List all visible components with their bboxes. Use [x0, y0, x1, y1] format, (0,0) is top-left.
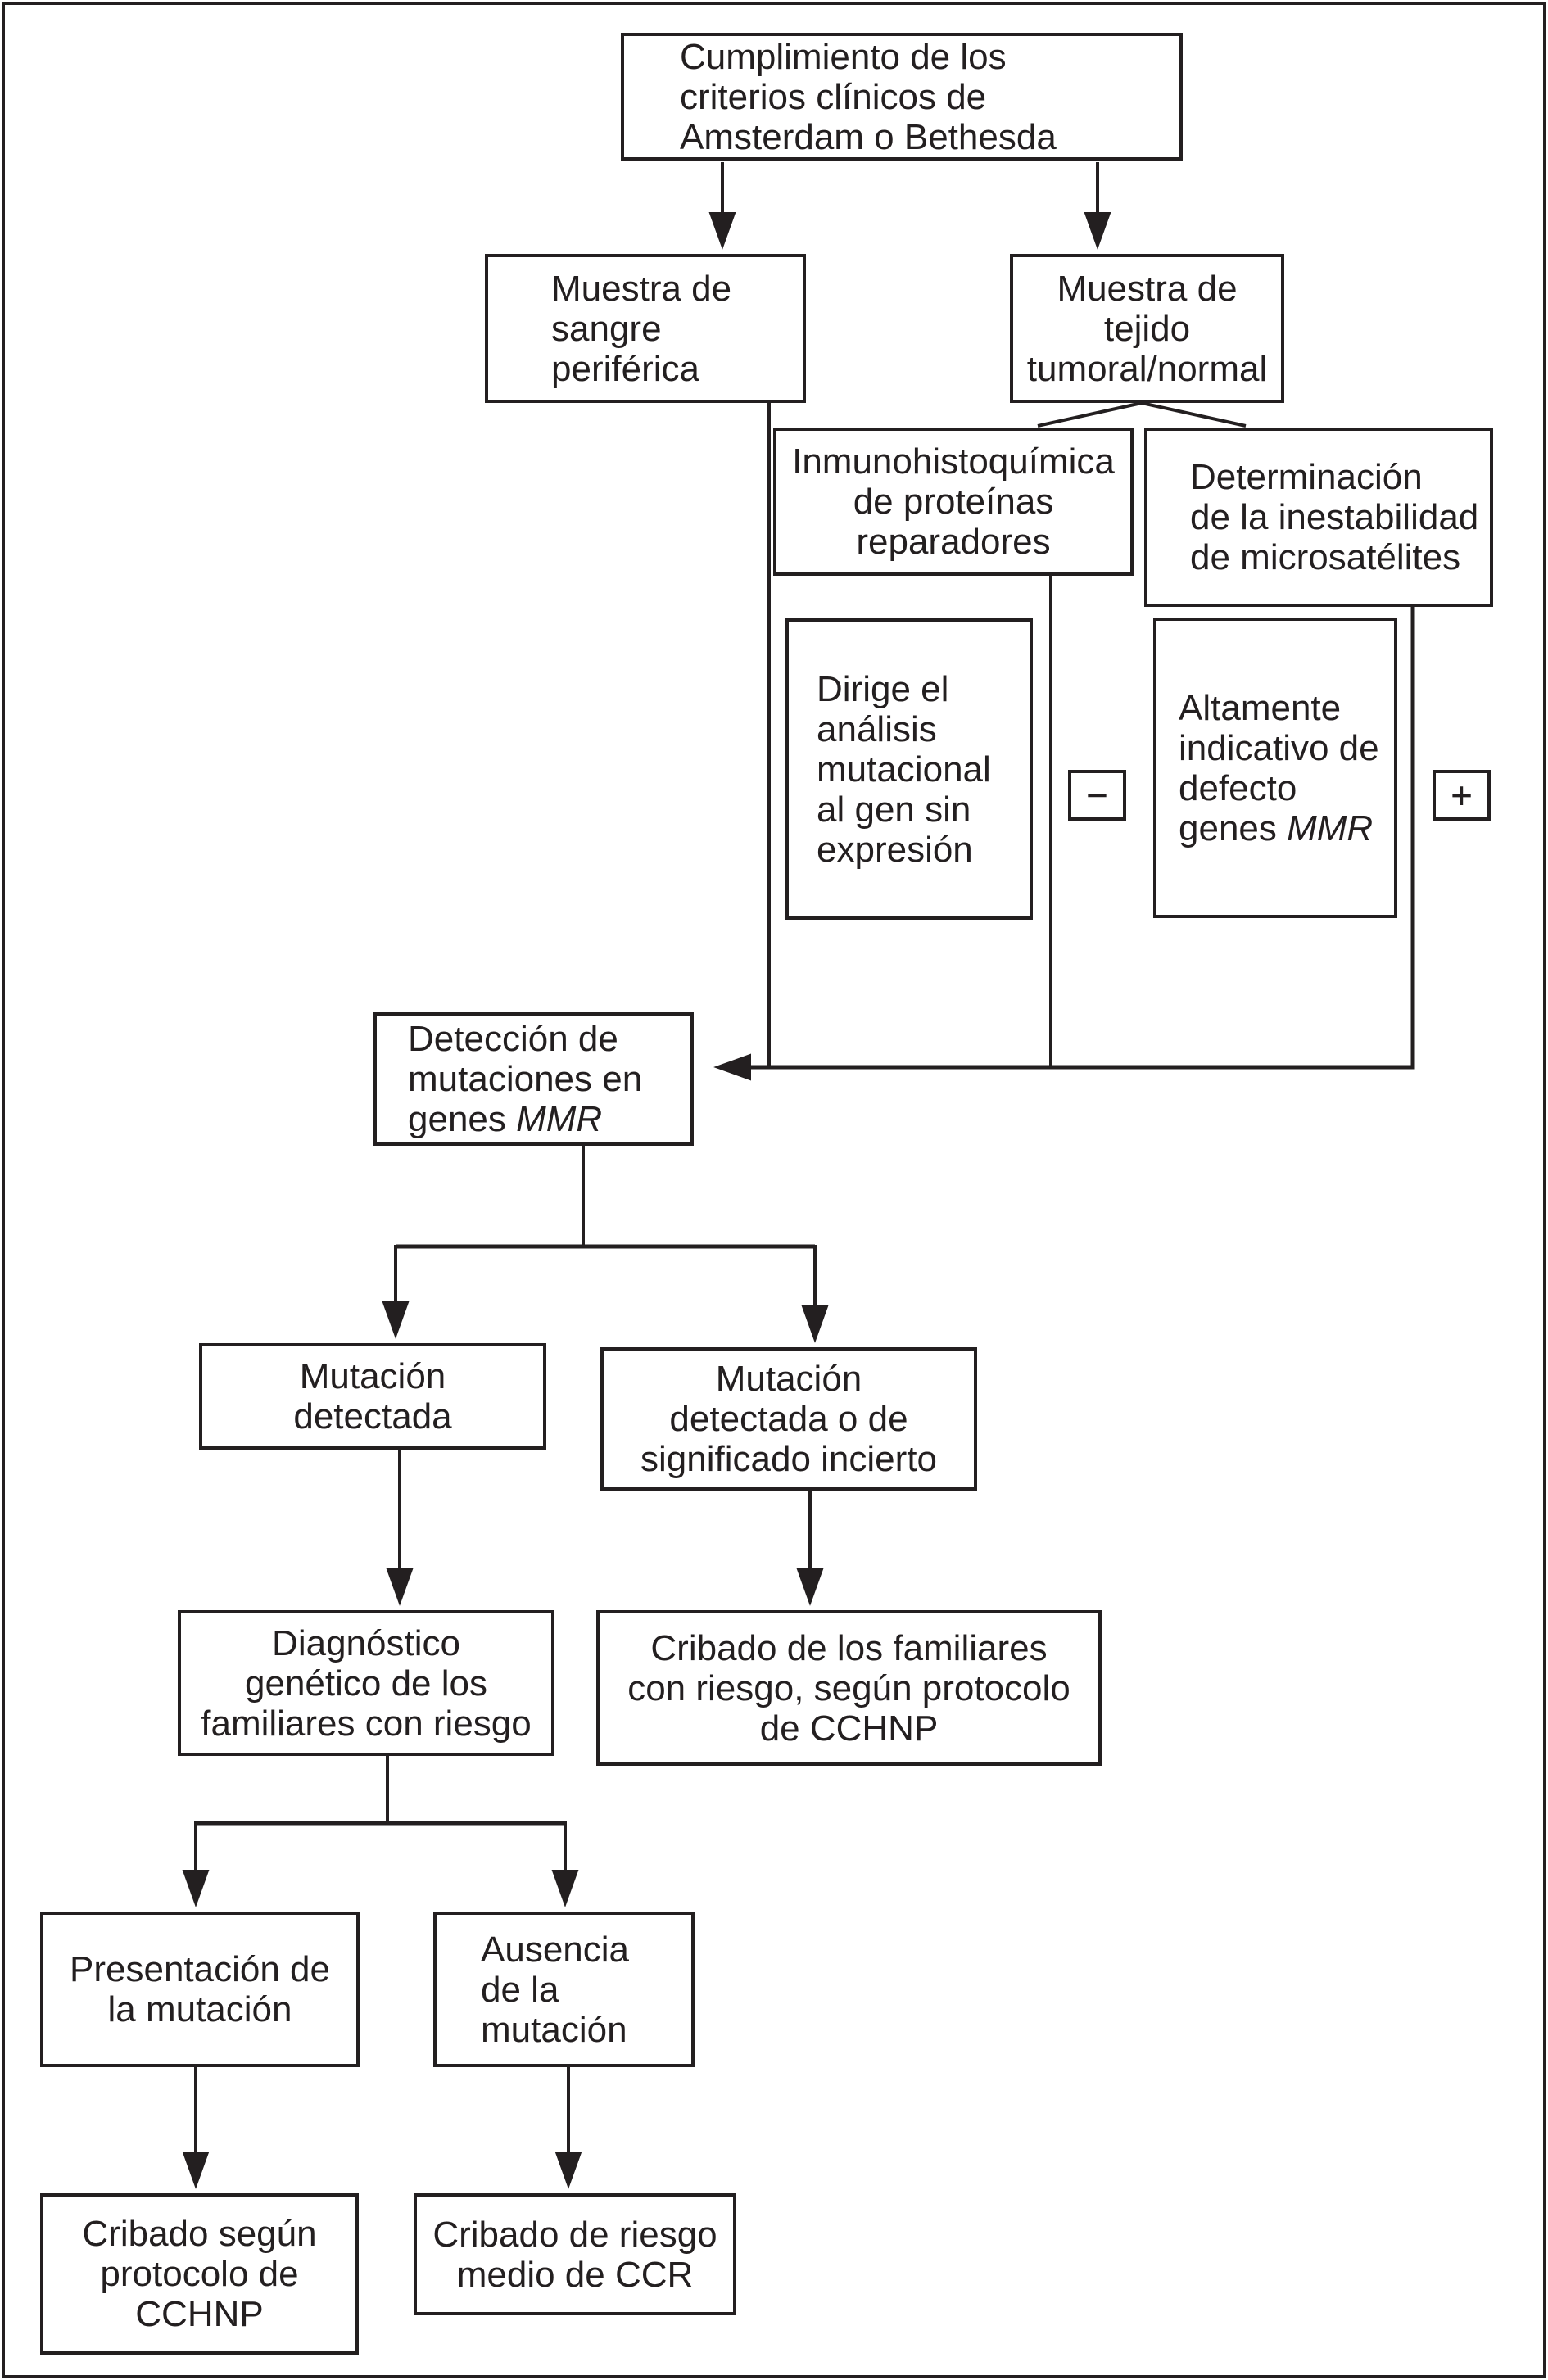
arrow-collector-to-deteccion	[713, 605, 1415, 1081]
node-resultado-positivo: +	[1433, 770, 1491, 821]
fork-tejido-to-inmunohistoquimica	[1037, 401, 1143, 428]
node-resultado-negativo: −	[1068, 770, 1126, 821]
fork-tejido-to-determinacion	[1141, 401, 1247, 428]
